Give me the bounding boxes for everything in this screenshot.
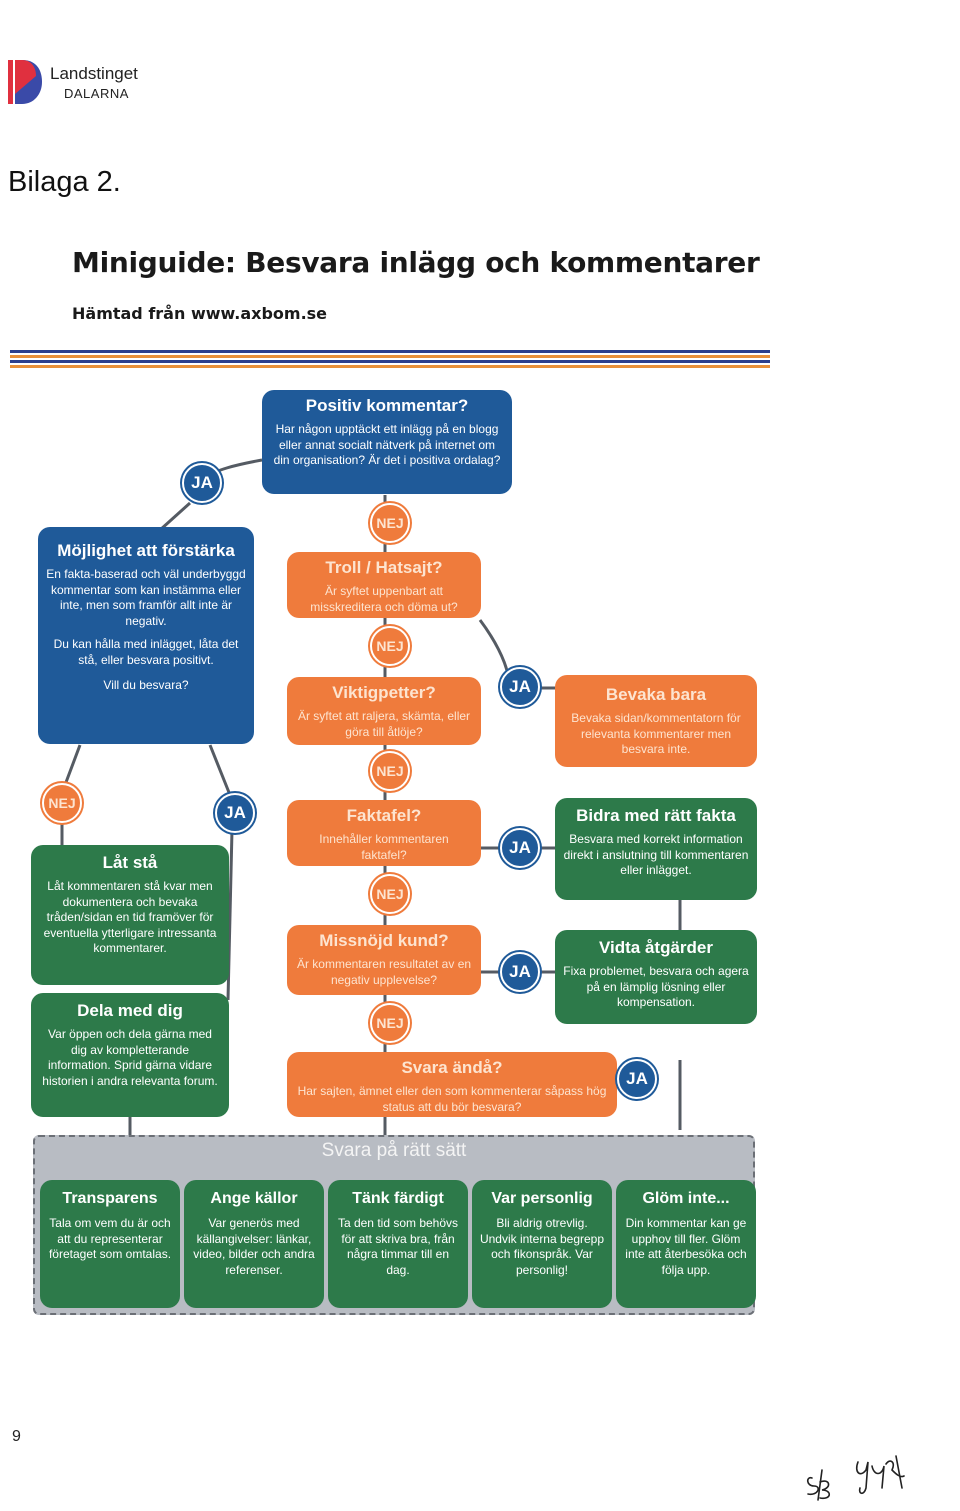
ja-badge-faktafel: JA bbox=[500, 828, 540, 868]
box-vidta-atgarder: Vidta åtgärder Fixa problemet, besvara o… bbox=[555, 930, 757, 1024]
ja-badge-svara-anda: JA bbox=[617, 1059, 657, 1099]
source-line: Hämtad från www.axbom.se bbox=[72, 304, 328, 323]
box-text: Bevaka sidan/kommentatorn för relevanta … bbox=[571, 711, 741, 756]
box-title: Möjlighet att förstärka bbox=[57, 541, 235, 560]
tip-text: Ta den tid som behövs för att skriva bra… bbox=[337, 1216, 459, 1277]
tip-ange-kallor: Ange källor Var generös med källangivels… bbox=[184, 1180, 324, 1308]
nej-badge-viktig: NEJ bbox=[370, 751, 410, 791]
ja-badge-positiv: JA bbox=[182, 463, 222, 503]
tip-glom-inte: Glöm inte... Din kommentar kan ge upphov… bbox=[616, 1180, 756, 1308]
tip-text: Var generös med källangivelser: länkar, … bbox=[193, 1216, 315, 1277]
tip-title: Tänk färdigt bbox=[352, 1190, 444, 1207]
box-text: Har sajten, ämnet eller den som kommente… bbox=[297, 1084, 607, 1114]
box-text: En fakta-baserad och väl underbyggd komm… bbox=[46, 567, 246, 628]
box-text: Låt kommentaren stå kvar men dokumentera… bbox=[43, 879, 217, 955]
handwritten-signature bbox=[806, 1455, 905, 1501]
tip-text: Din kommentar kan ge upphov till fler. G… bbox=[625, 1216, 747, 1277]
box-title: Dela med dig bbox=[77, 1001, 183, 1020]
box-question: Vill du besvara? bbox=[103, 678, 189, 692]
tip-title: Var personlig bbox=[491, 1190, 593, 1207]
logo: Landstinget DALARNA bbox=[8, 58, 208, 108]
box-missnojd-kund: Missnöjd kund? Är kommentaren resultatet… bbox=[287, 925, 481, 995]
tip-var-personlig: Var personlig Bli aldrig otrevlig. Undvi… bbox=[472, 1180, 612, 1308]
box-text: Är syftet att raljera, skämta, eller gör… bbox=[297, 709, 471, 739]
box-title: Bevaka bara bbox=[605, 685, 707, 704]
tip-title: Glöm inte... bbox=[642, 1190, 730, 1207]
page-number: 9 bbox=[12, 1428, 21, 1445]
logo-name: Landstinget bbox=[50, 64, 138, 83]
box-lat-sta: Låt stå Låt kommentaren stå kvar men dok… bbox=[31, 845, 229, 985]
box-title: Svara ändå? bbox=[401, 1058, 503, 1077]
tip-text: Bli aldrig otrevlig. Undvik interna begr… bbox=[479, 1216, 605, 1277]
box-troll-hatsajt: Troll / Hatsajt? Är syftet uppenbart att… bbox=[287, 552, 481, 618]
box-svara-anda: Svara ändå? Har sajten, ämnet eller den … bbox=[287, 1052, 617, 1117]
tip-text: Tala om vem du är och att du representer… bbox=[48, 1216, 172, 1261]
box-title: Troll / Hatsajt? bbox=[325, 558, 443, 577]
box-title: Viktigpetter? bbox=[332, 683, 436, 702]
box-positiv-kommentar: Positiv kommentar? Har någon upptäckt et… bbox=[262, 390, 512, 494]
box-text: Besvara med korrekt information direkt i… bbox=[563, 832, 749, 877]
box-text: Är kommentaren resultatet av en negativ … bbox=[296, 957, 472, 987]
box-title: Faktafel? bbox=[346, 806, 422, 825]
tip-tank-fardigt: Tänk färdigt Ta den tid som behövs för a… bbox=[328, 1180, 468, 1308]
page-title: Miniguide: Besvara inlägg och kommentare… bbox=[72, 246, 760, 279]
tip-title: Ange källor bbox=[210, 1190, 298, 1207]
tip-transparens: Transparens Tala om vem du är och att du… bbox=[40, 1180, 180, 1308]
ja-badge-troll-viktig: JA bbox=[500, 667, 540, 707]
appendix-label: Bilaga 2. bbox=[8, 166, 121, 198]
box-title: Vidta åtgärder bbox=[598, 938, 713, 957]
color-stripes bbox=[10, 350, 770, 368]
box-viktigpetter: Viktigpetter? Är syftet att raljera, skä… bbox=[287, 677, 481, 745]
nej-badge-positiv: NEJ bbox=[370, 503, 410, 543]
nej-badge-vill-besvara: NEJ bbox=[42, 783, 82, 823]
box-mojlighet-att-forstarka: Möjlighet att förstärka En fakta-baserad… bbox=[38, 527, 254, 744]
box-text-2: Du kan hålla med inlägget, låta det stå,… bbox=[53, 637, 239, 667]
box-title: Bidra med rätt fakta bbox=[576, 806, 736, 825]
box-title: Missnöjd kund? bbox=[319, 931, 449, 950]
landstinget-logo-icon bbox=[8, 60, 42, 104]
nej-badge-faktafel: NEJ bbox=[370, 874, 410, 914]
box-bidra-med-ratt-fakta: Bidra med rätt fakta Besvara med korrekt… bbox=[555, 798, 757, 900]
box-text: Har någon upptäckt ett inlägg på en blog… bbox=[273, 422, 501, 467]
logo-subtitle: DALARNA bbox=[64, 86, 129, 101]
nej-badge-missnojd: NEJ bbox=[370, 1003, 410, 1043]
ja-badge-vill-besvara: JA bbox=[215, 793, 255, 833]
box-text: Var öppen och dela gärna med dig av komp… bbox=[42, 1027, 218, 1088]
box-text: Innehåller kommentaren faktafel? bbox=[319, 832, 449, 862]
box-title: Positiv kommentar? bbox=[305, 396, 469, 415]
box-title: Låt stå bbox=[102, 853, 158, 872]
svara-panel-title: Svara på rätt sätt bbox=[321, 1140, 467, 1161]
box-text: Är syftet uppenbart att misskreditera oc… bbox=[310, 584, 458, 614]
box-dela-med-dig: Dela med dig Var öppen och dela gärna me… bbox=[31, 993, 229, 1117]
nej-badge-troll: NEJ bbox=[370, 626, 410, 666]
ja-badge-missnojd: JA bbox=[500, 952, 540, 992]
box-bevaka-bara: Bevaka bara Bevaka sidan/kommentatorn fö… bbox=[555, 675, 757, 767]
tip-title: Transparens bbox=[62, 1190, 158, 1207]
box-text: Fixa problemet, besvara och agera på en … bbox=[563, 964, 749, 1009]
box-faktafel: Faktafel? Innehåller kommentaren faktafe… bbox=[287, 800, 481, 866]
